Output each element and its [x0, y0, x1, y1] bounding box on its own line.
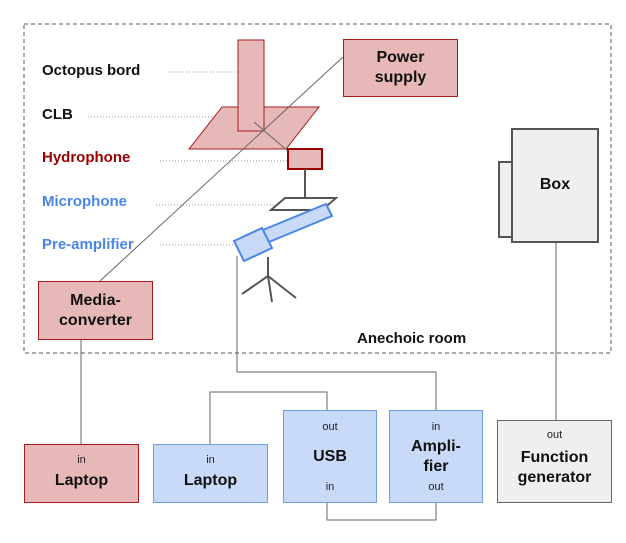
box-label: Box: [539, 176, 571, 193]
power-supply-box: Power supply: [343, 39, 458, 97]
media-converter-box: Media- converter: [38, 281, 153, 340]
anechoic-room-boundary: [23, 23, 612, 354]
usb-port-out: out: [322, 421, 338, 433]
octopus-board: [237, 39, 265, 132]
box-label-container: Box: [512, 170, 598, 200]
tripod-leg-left: [241, 275, 269, 295]
power-supply-line1: Power: [376, 49, 425, 66]
label-clb: CLB: [42, 106, 73, 123]
usb-port-in: in: [325, 481, 335, 493]
media-converter-line1: Media-: [70, 291, 121, 309]
cable-preamp-to-amplifier: [236, 256, 437, 410]
cable-laptop-to-usb: [209, 391, 328, 444]
label-hydrophone: Hydrophone: [42, 149, 131, 166]
laptop-red-name: Laptop: [54, 471, 109, 489]
laptop-red-port: in: [77, 454, 86, 466]
function-generator-line2: generator: [517, 468, 592, 486]
laptop-blue-box: in Laptop: [153, 444, 268, 503]
function-generator-box: out Function generator: [497, 420, 612, 503]
amplifier-port-in: in: [431, 421, 441, 433]
power-supply-line2: supply: [374, 69, 427, 86]
label-pre-amplifier: Pre-amplifier: [42, 236, 134, 253]
tripod-leg-right: [267, 275, 297, 299]
cable-usb-to-amplifier: [326, 503, 437, 521]
box-side: [498, 161, 514, 238]
label-anechoic-room: Anechoic room: [357, 330, 467, 347]
amplifier-box: in Ampli- fier out: [389, 410, 483, 503]
hydrophone: [287, 148, 323, 170]
media-converter-line2: converter: [59, 311, 132, 329]
amplifier-line2: fier: [423, 457, 449, 475]
usb-box: out USB in: [283, 410, 377, 503]
tripod-leg-mid: [267, 275, 273, 303]
hydrophone-cable: [253, 121, 290, 153]
laptop-blue-port: in: [206, 454, 215, 466]
box-front: [511, 128, 599, 243]
function-generator-port: out: [546, 429, 563, 441]
laptop-blue-name: Laptop: [183, 471, 238, 489]
label-octopus-bord: Octopus bord: [42, 62, 141, 79]
preamp-head: [232, 226, 274, 263]
usb-name: USB: [313, 447, 347, 465]
laptop-red-box: in Laptop: [24, 444, 139, 503]
cable-power-to-media: [99, 56, 344, 282]
label-microphone: Microphone: [42, 193, 127, 210]
amplifier-line1: Ampli-: [411, 437, 461, 455]
amplifier-port-out: out: [428, 481, 444, 493]
function-generator-line1: Function: [520, 448, 589, 466]
